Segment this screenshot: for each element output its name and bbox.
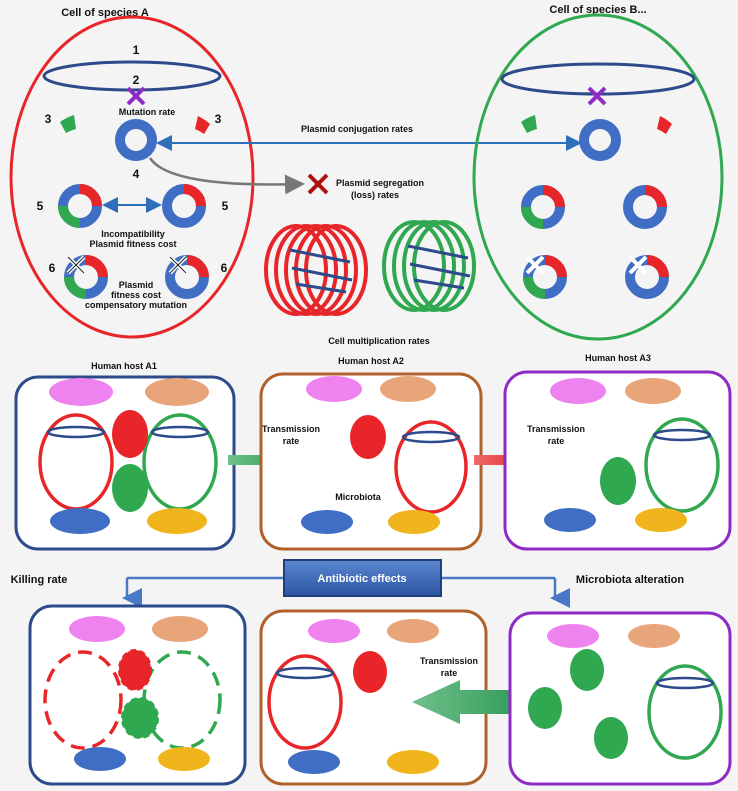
gene-fragment-red-icon-b xyxy=(657,116,672,134)
mutation-x-icon-b xyxy=(587,86,607,106)
microbiota-peach-a2 xyxy=(380,376,436,402)
killed-cell-red xyxy=(43,650,123,750)
segregation-label-1: Plasmid segregation xyxy=(336,178,424,188)
host-a1-title: Human host A1 xyxy=(91,361,157,371)
compensatory-label-1: Plasmid xyxy=(119,280,154,290)
microbiota-pink-a2 xyxy=(306,376,362,402)
label-5a: 5 xyxy=(37,199,44,213)
label-1: 1 xyxy=(133,43,140,57)
plasmid-b5b xyxy=(623,185,667,229)
plasmid-a xyxy=(115,119,157,161)
host-alteration-box xyxy=(508,611,732,786)
rate-label-a3: rate xyxy=(548,436,565,446)
bottom-middle-bacterium-red xyxy=(353,651,387,693)
plasmid-6a xyxy=(64,255,108,299)
microbiota-gold-a1 xyxy=(147,508,207,534)
compensatory-label-2: fitness cost xyxy=(111,290,161,300)
cell-species-a xyxy=(9,15,255,339)
gene-fragment-green-icon xyxy=(60,115,76,133)
microbiota-blue-a3 xyxy=(544,508,596,532)
bottom-middle-cell-red xyxy=(267,654,343,750)
plasmid-b6a xyxy=(523,255,567,299)
multiplying-cells-green xyxy=(382,220,476,312)
chromosome-b xyxy=(500,62,696,96)
label-3b: 3 xyxy=(215,112,222,126)
gene-fragment-green-icon-b xyxy=(521,115,537,133)
plasmid-b xyxy=(579,119,621,161)
plasmid-6b xyxy=(165,255,209,299)
host-a1-bacterium-green xyxy=(112,464,148,512)
host-a2-box xyxy=(259,372,483,551)
microbiota-pink-a3 xyxy=(550,378,606,404)
label-6b: 6 xyxy=(221,261,228,275)
rate-label-a2: rate xyxy=(283,436,300,446)
plasmid-5a xyxy=(58,184,102,228)
species-b-title: Cell of species B... xyxy=(549,4,646,16)
host-a1-bacterium-red xyxy=(112,410,148,458)
killing-rate-label: Killing rate xyxy=(11,574,68,586)
microbiota-gold-a2 xyxy=(388,510,440,534)
antibiotic-effects-label: Antibiotic effects xyxy=(317,573,406,585)
host-a3-title: Human host A3 xyxy=(585,353,651,363)
plasmid-5b xyxy=(162,184,206,228)
incompatibility-label: Incompatibility xyxy=(101,229,165,239)
microbiota-blue-a2 xyxy=(301,510,353,534)
fitness-cost-label: Plasmid fitness cost xyxy=(89,239,176,249)
cell-species-b xyxy=(472,13,724,341)
label-4: 4 xyxy=(133,167,140,181)
segregation-label-2: (loss) rates xyxy=(351,190,399,200)
transmission-label-a3: Transmission xyxy=(527,424,585,434)
microbiota-peach-a3 xyxy=(625,378,681,404)
compensatory-label-3: compensatory mutation xyxy=(85,300,187,310)
multiplying-cells-red xyxy=(264,224,368,316)
gene-fragment-red-icon xyxy=(195,116,210,134)
plasmid-b5a xyxy=(521,185,565,229)
transmission-label-a2: Transmission xyxy=(262,424,320,434)
segregation-arrow xyxy=(148,157,305,195)
microbiota-peach-a1 xyxy=(145,378,209,406)
microbiota-blue-a1 xyxy=(50,508,110,534)
host-a2-bacterium-red xyxy=(350,415,386,459)
antibiotic-effects-box xyxy=(283,559,442,597)
label-5b: 5 xyxy=(222,199,229,213)
microbiota-gold-a3 xyxy=(635,508,687,532)
label-2: 2 xyxy=(133,73,140,87)
host-killing-box xyxy=(28,604,247,786)
label-6a: 6 xyxy=(49,261,56,275)
transmission-arrow-back xyxy=(412,680,526,724)
transmission-label-bottom: Transmission xyxy=(420,656,478,666)
microbiota-pink-a1 xyxy=(49,378,113,406)
host-a2-title: Human host A2 xyxy=(338,356,404,366)
killed-bacterium-green xyxy=(121,697,159,739)
label-3a: 3 xyxy=(45,112,52,126)
host-a2-cell-red xyxy=(394,420,468,514)
killed-bacterium-red xyxy=(118,649,152,691)
segregation-x-icon xyxy=(307,173,329,195)
multiplication-label: Cell multiplication rates xyxy=(328,336,430,346)
plasmid-b6b xyxy=(625,255,669,299)
host-a3-bacterium-green xyxy=(600,457,636,505)
mutation-x-icon xyxy=(126,86,146,106)
mutation-rate-label: Mutation rate xyxy=(119,107,176,117)
rate-label-bottom: rate xyxy=(441,668,458,678)
conjugation-label: Plasmid conjugation rates xyxy=(301,124,413,134)
alteration-cell-green xyxy=(647,664,723,760)
microbiota-label: Microbiota xyxy=(335,492,381,502)
microbiota-alteration-label: Microbiota alteration xyxy=(576,574,684,586)
host-a3-cell-green xyxy=(644,417,720,513)
